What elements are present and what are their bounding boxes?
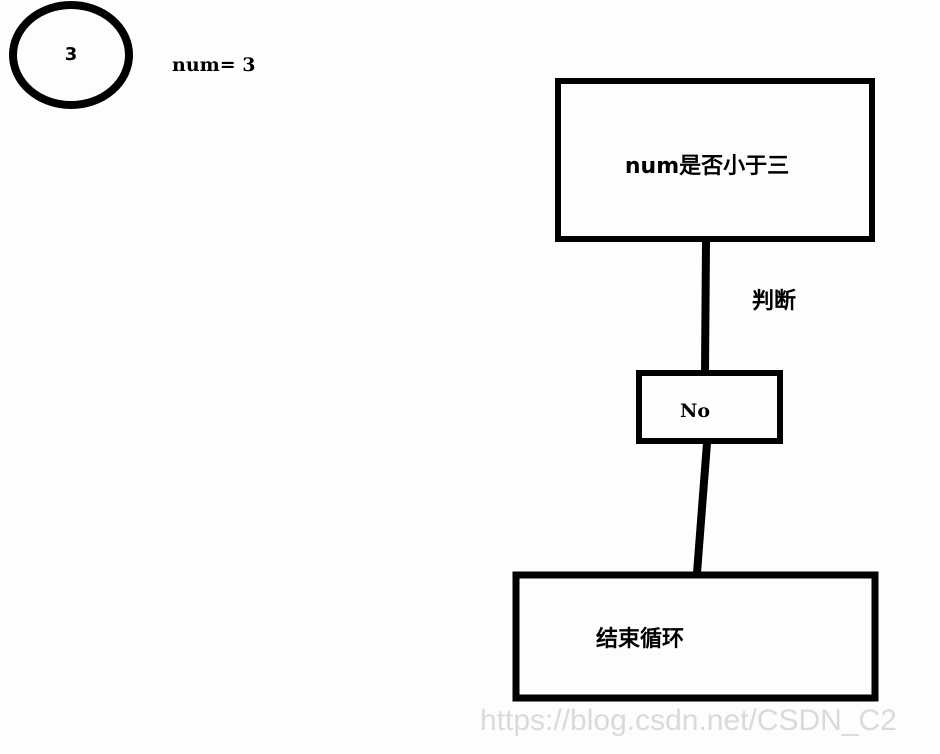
end-box <box>512 571 879 702</box>
watermark: https://blog.csdn.net/CSDN_C2 <box>480 704 897 737</box>
result-box <box>636 370 783 444</box>
condition-box <box>555 78 875 242</box>
connector-condition-to-result <box>701 241 710 373</box>
connector-result-to-end <box>693 442 711 574</box>
variable-label: num= 3 <box>172 54 256 76</box>
value-circle <box>9 1 133 109</box>
result-text: No <box>680 400 710 422</box>
edge-label-judge: 判断 <box>752 288 796 314</box>
circle-value: 3 <box>65 44 78 65</box>
condition-text: num是否小于三 <box>625 154 789 179</box>
end-text: 结束循环 <box>596 626 684 652</box>
